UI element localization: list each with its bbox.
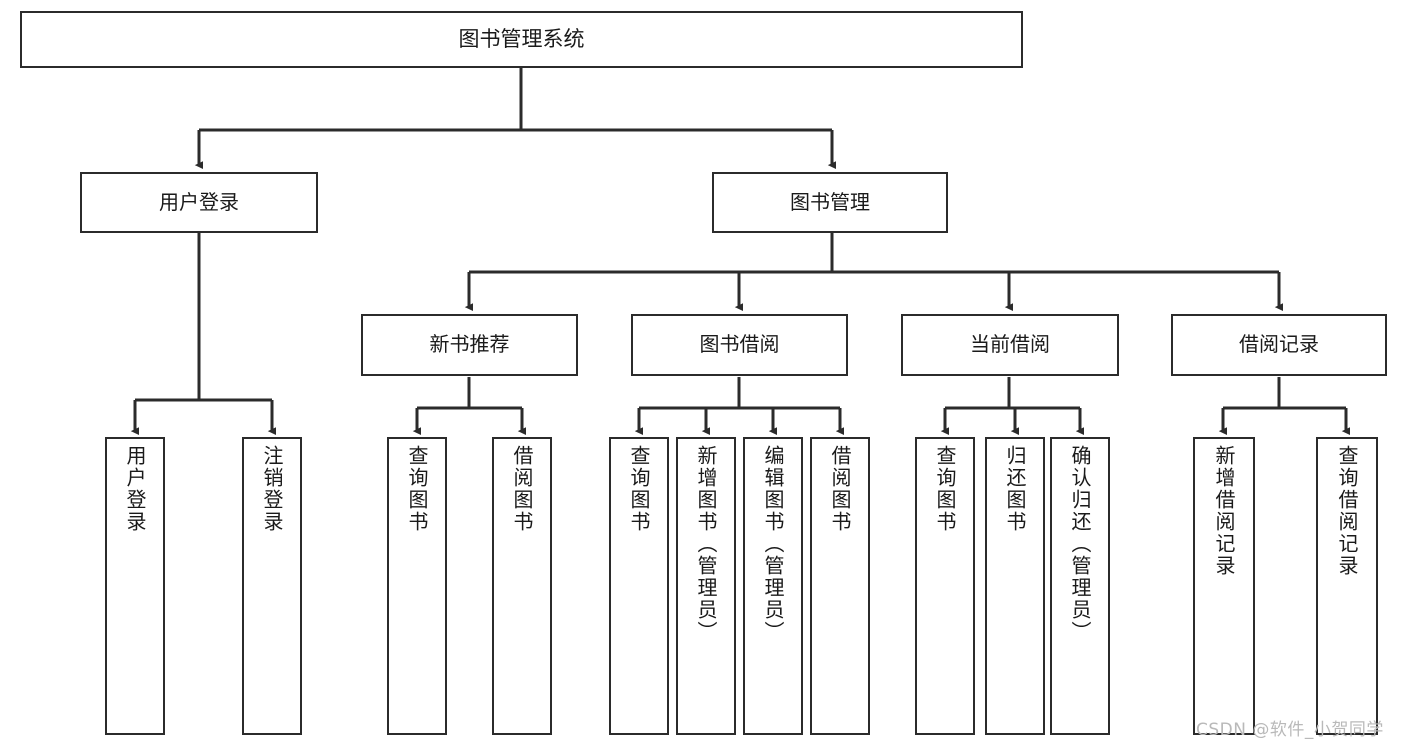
leaf-nb-query-book[interactable]: 查询图书 xyxy=(387,437,447,735)
node-user-login[interactable]: 用户登录 xyxy=(80,172,318,233)
node-book-management-label: 图书管理 xyxy=(790,189,870,214)
leaf-bb-query-book[interactable]: 查询图书 xyxy=(609,437,669,735)
leaf-bb-borrow-book-label: 借阅图书 xyxy=(828,445,852,533)
leaf-cb-return-book-label: 归还图书 xyxy=(1003,445,1027,533)
leaf-nb-query-book-label: 查询图书 xyxy=(405,445,429,533)
leaf-logout[interactable]: 注销登录 xyxy=(242,437,302,735)
leaf-cb-confirm-return-admin-label: 确认归还（管理员） xyxy=(1068,445,1092,643)
node-new-book-recommend-label: 新书推荐 xyxy=(429,332,510,357)
leaf-user-login[interactable]: 用户登录 xyxy=(105,437,165,735)
leaf-cb-query-book[interactable]: 查询图书 xyxy=(915,437,975,735)
node-user-login-label: 用户登录 xyxy=(159,189,239,214)
node-book-borrow[interactable]: 图书借阅 xyxy=(631,314,848,376)
leaf-br-query-record[interactable]: 查询借阅记录 xyxy=(1316,437,1378,735)
node-new-book-recommend[interactable]: 新书推荐 xyxy=(361,314,578,376)
leaf-bb-borrow-book[interactable]: 借阅图书 xyxy=(810,437,870,735)
leaf-user-login-label: 用户登录 xyxy=(123,445,147,533)
leaf-bb-edit-book-admin-label: 编辑图书（管理员） xyxy=(761,445,785,643)
leaf-bb-query-book-label: 查询图书 xyxy=(627,445,651,533)
node-borrow-record[interactable]: 借阅记录 xyxy=(1171,314,1387,376)
leaf-nb-borrow-book[interactable]: 借阅图书 xyxy=(492,437,552,735)
leaf-cb-query-book-label: 查询图书 xyxy=(933,445,957,533)
node-book-borrow-label: 图书借阅 xyxy=(699,332,780,357)
leaf-br-add-record-label: 新增借阅记录 xyxy=(1212,445,1236,577)
leaf-bb-add-book-admin-label: 新增图书（管理员） xyxy=(694,445,718,643)
node-current-borrow[interactable]: 当前借阅 xyxy=(901,314,1119,376)
node-root-book-management-system[interactable]: 图书管理系统 xyxy=(20,11,1023,68)
leaf-br-add-record[interactable]: 新增借阅记录 xyxy=(1193,437,1255,735)
leaf-nb-borrow-book-label: 借阅图书 xyxy=(510,445,534,533)
leaf-br-query-record-label: 查询借阅记录 xyxy=(1335,445,1359,577)
leaf-cb-confirm-return-admin[interactable]: 确认归还（管理员） xyxy=(1050,437,1110,735)
node-current-borrow-label: 当前借阅 xyxy=(970,332,1050,357)
leaf-bb-add-book-admin[interactable]: 新增图书（管理员） xyxy=(676,437,736,735)
node-book-management[interactable]: 图书管理 xyxy=(712,172,948,233)
leaf-cb-return-book[interactable]: 归还图书 xyxy=(985,437,1045,735)
leaf-logout-label: 注销登录 xyxy=(260,445,284,533)
node-root-label: 图书管理系统 xyxy=(458,27,585,52)
node-borrow-record-label: 借阅记录 xyxy=(1239,332,1319,357)
leaf-bb-edit-book-admin[interactable]: 编辑图书（管理员） xyxy=(743,437,803,735)
